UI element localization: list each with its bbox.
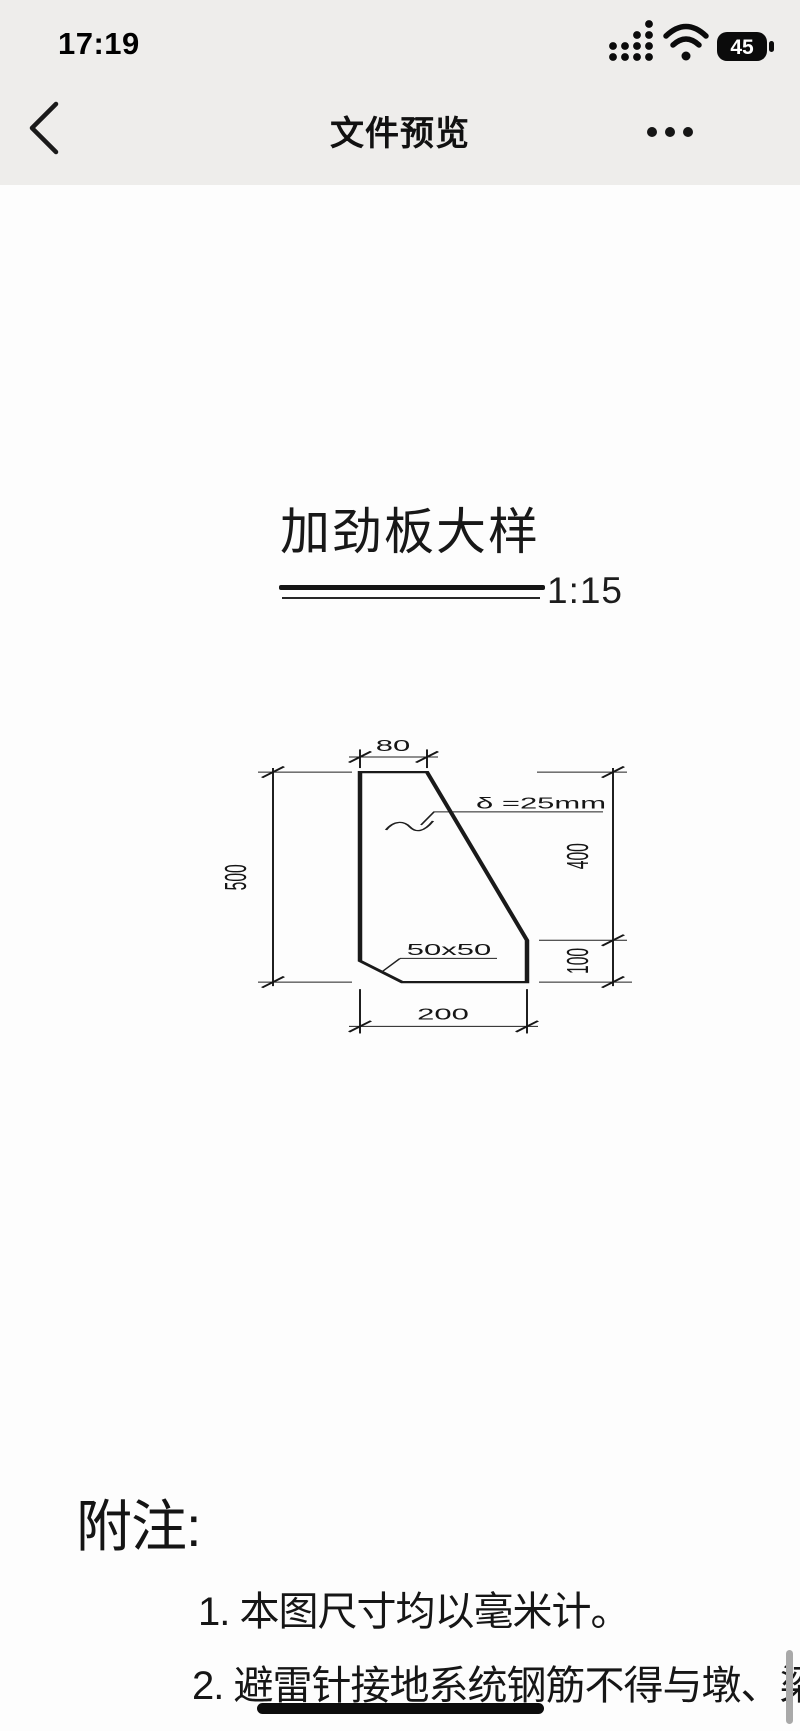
dim-right-upper: 400 — [561, 843, 595, 869]
note-3-fragment: 体及支座钢筋相连接。 — [215, 1721, 595, 1731]
break-tilde — [384, 820, 435, 832]
title-underline-thin — [282, 597, 540, 599]
ellipsis-icon — [647, 127, 657, 137]
title-underline-thick — [279, 585, 545, 590]
dim-chamfer: 50x50 — [407, 942, 491, 959]
dim-bottom-width: 200 — [417, 1006, 469, 1023]
notes-heading: 附注: — [76, 1495, 202, 1558]
drawing-title: 加劲板大样 — [280, 504, 540, 560]
note-item-1: 1. 本图尺寸均以毫米计。 — [198, 1590, 630, 1634]
wifi-icon — [663, 23, 709, 48]
battery-icon — [717, 32, 774, 61]
stiffener-plate-figure: 80 500 400 100 200 δ =25mm 50x50 — [219, 738, 632, 1034]
cellular-signal-icon — [609, 20, 653, 61]
battery-percent: 45 — [730, 36, 754, 59]
more-options-button[interactable] — [641, 121, 699, 143]
document-preview-area: 加劲板大样 1:15 — [0, 185, 800, 1731]
dim-top-width: 80 — [376, 738, 410, 755]
header-bar: 17:19 45 文件预览 — [0, 0, 800, 185]
dim-right-lower: 100 — [561, 948, 595, 974]
wifi-dot — [681, 51, 691, 61]
dimension-ticks — [260, 750, 626, 1033]
ellipsis-icon — [683, 127, 693, 137]
note-2-emphasis-underline — [257, 1703, 544, 1714]
dimension-lines — [258, 749, 632, 1034]
drawing-scale: 1:15 — [547, 570, 624, 611]
note-item-3-clipped: 体及支座钢筋相连接。 — [215, 1721, 595, 1731]
plate-outline — [357, 770, 530, 984]
chamfer-leader — [380, 957, 497, 973]
status-time: 17:19 — [58, 26, 140, 61]
dim-left-height: 500 — [219, 864, 253, 890]
thickness-leader — [384, 811, 603, 832]
note-item-2: 2. 避雷针接地系统钢筋不得与墩、梁 — [192, 1664, 800, 1708]
dim-thickness: δ =25mm — [476, 795, 606, 812]
page-title: 文件预览 — [330, 115, 470, 153]
ellipsis-icon — [665, 127, 675, 137]
back-button[interactable] — [22, 96, 68, 160]
status-icons: 45 — [609, 20, 774, 61]
scrollbar-thumb[interactable] — [786, 1650, 793, 1724]
chevron-left-icon — [29, 101, 59, 155]
